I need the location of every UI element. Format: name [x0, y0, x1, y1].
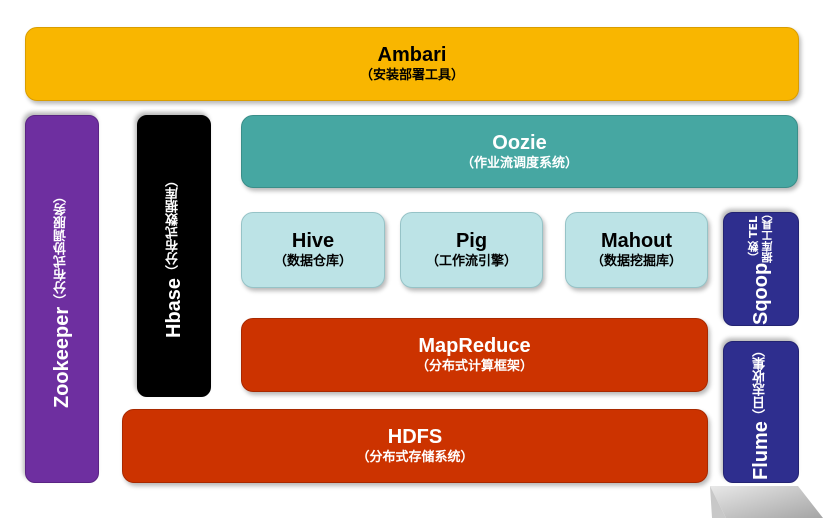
sqoop-subtitle-line2: TEL工具） [747, 207, 774, 241]
mapreduce-block: MapReduce （分布式计算框架） [241, 318, 708, 392]
hive-subtitle: （数据仓库） [273, 254, 352, 269]
zookeeper-title: Zookeeper [51, 306, 73, 409]
ambari-title: Ambari [377, 44, 447, 66]
hdfs-title: HDFS [387, 426, 443, 448]
pig-subtitle: （工作流引擎） [425, 254, 517, 269]
hbase-title: Hbase [163, 277, 185, 339]
mahout-title: Mahout [600, 230, 673, 252]
hive-block: Hive （数据仓库） [241, 212, 385, 288]
oozie-subtitle: （作业流调度系统） [460, 155, 578, 171]
flume-subtitle: （日志收集） [753, 343, 768, 422]
oozie-title: Oozie [492, 131, 547, 154]
sqoop-subtitle-line1: （数据库 [747, 240, 774, 263]
zookeeper-subtitle: （分布式协调服务） [54, 189, 69, 307]
sqoop-block: Sqoop （数据库 TEL工具） [723, 207, 799, 326]
oozie-block: Oozie （作业流调度系统） [241, 115, 798, 188]
flume-block: Flume （日志收集） [723, 341, 799, 483]
sqoop-title: Sqoop [750, 262, 772, 325]
decorative-shadow [710, 486, 823, 518]
mahout-subtitle: （数据挖掘库） [590, 254, 682, 269]
mapreduce-title: MapReduce [418, 335, 531, 357]
hdfs-subtitle: （分布式存储系统） [356, 450, 474, 465]
hbase-block: Hbase （分布式数据库） [137, 115, 211, 397]
pig-title: Pig [455, 230, 488, 252]
hbase-subtitle: （分布式数据库） [166, 173, 181, 278]
zookeeper-block: Zookeeper （分布式协调服务） [25, 115, 99, 483]
hive-title: Hive [291, 230, 335, 252]
hdfs-block: HDFS （分布式存储系统） [122, 409, 708, 483]
ambari-subtitle: （安装部署工具） [359, 68, 464, 83]
ambari-block: Ambari （安装部署工具） [25, 27, 799, 101]
mahout-block: Mahout （数据挖掘库） [565, 212, 708, 288]
pig-block: Pig （工作流引擎） [400, 212, 543, 288]
mapreduce-subtitle: （分布式计算框架） [415, 359, 533, 374]
